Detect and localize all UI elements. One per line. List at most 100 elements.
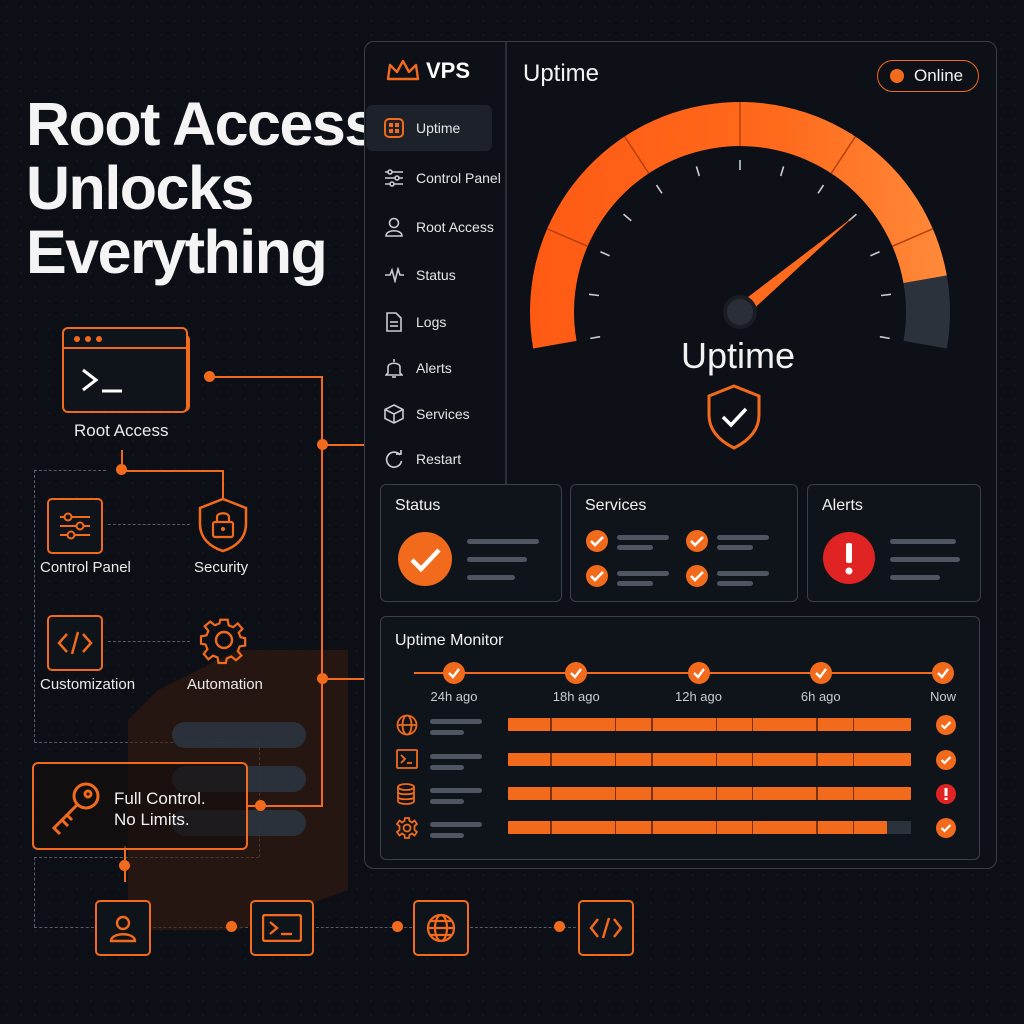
- sidebar-item-status[interactable]: Status: [366, 252, 492, 298]
- grid-icon: [384, 118, 404, 138]
- headline: Root Access Unlocks Everything: [26, 90, 378, 286]
- code-icon: [47, 615, 103, 671]
- connector-dash: [470, 927, 576, 928]
- timeline-label: 18h ago: [552, 689, 600, 704]
- timeline-check-icon: [687, 662, 710, 684]
- pulse-icon: [384, 265, 404, 285]
- key-icon: [51, 782, 100, 836]
- user-icon: [384, 217, 404, 237]
- wire-node: [392, 921, 403, 932]
- status-card[interactable]: Status: [380, 484, 562, 602]
- code-icon: [578, 900, 634, 956]
- sliders-icon: [384, 168, 404, 188]
- sidebar-item-control-panel[interactable]: Control Panel: [366, 155, 501, 201]
- full-control-line-2: No Limits.: [114, 810, 190, 829]
- uptime-monitor-card: Uptime Monitor: [380, 616, 980, 860]
- connector-dash: [34, 927, 94, 928]
- check-icon: [936, 715, 956, 735]
- sidebar-item-label: Restart: [416, 451, 462, 467]
- alerts-card[interactable]: Alerts: [807, 484, 981, 602]
- brand[interactable]: VPS: [386, 58, 470, 84]
- sidebar-item-restart[interactable]: Restart: [366, 436, 492, 482]
- wire-node: [317, 439, 328, 450]
- headline-line-2: Unlocks: [26, 154, 254, 222]
- wire: [322, 444, 364, 446]
- wire-node: [255, 800, 266, 811]
- wire: [122, 470, 224, 472]
- placeholder-line: [430, 788, 482, 793]
- gauge-tick: [695, 166, 701, 177]
- uptime-gauge: [530, 102, 950, 349]
- control-panel-icon: [47, 498, 103, 554]
- full-control-callout: Full Control. No Limits.: [32, 762, 248, 850]
- gauge-tick: [655, 184, 663, 194]
- wire: [210, 376, 322, 378]
- bell-icon: [384, 358, 404, 378]
- placeholder-line: [890, 539, 956, 544]
- terminal-icon: [396, 749, 418, 774]
- group-dash: [34, 470, 35, 742]
- wire: [121, 450, 123, 470]
- gauge-segment-divider: [892, 228, 934, 247]
- placeholder-line: [430, 822, 482, 827]
- group-dash: [34, 857, 35, 927]
- uptime-bar: [508, 821, 887, 834]
- gauge-remainder: [903, 275, 950, 349]
- placeholder-line: [617, 571, 669, 576]
- placeholder-line: [617, 545, 653, 550]
- wire-node: [317, 673, 328, 684]
- crown-logo-icon: [386, 59, 420, 81]
- sidebar-item-logs[interactable]: Logs: [366, 299, 492, 345]
- refresh-icon: [384, 449, 404, 469]
- sidebar-item-label: Services: [416, 406, 470, 422]
- sidebar-item-uptime[interactable]: Uptime: [366, 105, 492, 151]
- card-title: Services: [585, 497, 647, 514]
- wire-node: [226, 921, 237, 932]
- placeholder-line: [617, 581, 653, 586]
- gauge-segment-divider: [830, 136, 857, 174]
- placeholder-line: [430, 730, 464, 735]
- database-icon: [396, 783, 416, 810]
- placeholder-line: [890, 557, 960, 562]
- gauge-tick: [600, 251, 610, 257]
- check-icon: [936, 750, 956, 770]
- wire-node: [119, 860, 130, 871]
- sidebar-divider: [505, 42, 507, 484]
- placeholder-line: [430, 833, 464, 838]
- sidebar-item-services[interactable]: Services: [366, 391, 492, 437]
- headline-line-3: Everything: [26, 218, 328, 286]
- check-icon: [686, 565, 708, 587]
- sidebar-item-root-access[interactable]: Root Access: [366, 204, 494, 250]
- online-dot-icon: [890, 69, 904, 83]
- page-title: Uptime: [523, 60, 600, 87]
- gauge-tick: [588, 293, 600, 297]
- placeholder-line: [617, 535, 669, 540]
- sidebar-item-alerts[interactable]: Alerts: [366, 345, 492, 391]
- placeholder-line: [467, 539, 539, 544]
- wire-node: [204, 371, 215, 382]
- services-card[interactable]: Services: [570, 484, 798, 602]
- gauge-segment-divider: [623, 136, 650, 174]
- timeline-label: Now: [929, 689, 957, 704]
- placeholder-line: [467, 557, 527, 562]
- headline-line-1: Root Access: [26, 90, 378, 158]
- gauge-label: Uptime: [680, 335, 796, 376]
- timeline-check-icon: [565, 662, 588, 684]
- globe-icon: [413, 900, 469, 956]
- sidebar-item-label: Control Panel: [416, 170, 501, 186]
- gear-icon: [395, 817, 419, 844]
- timeline-check-icon: [443, 662, 465, 684]
- placeholder-line: [717, 581, 753, 586]
- placeholder-line: [717, 545, 753, 550]
- connector-dash: [108, 641, 190, 642]
- timeline-check-icon: [809, 662, 832, 684]
- terminal-icon: [250, 900, 314, 956]
- control-panel-label: Control Panel: [40, 559, 131, 576]
- placeholder-line: [467, 575, 515, 580]
- full-control-line-1: Full Control.: [114, 789, 206, 808]
- uptime-monitor-title: Uptime Monitor: [395, 632, 504, 649]
- gauge-tick: [879, 335, 890, 340]
- uptime-bar: [508, 753, 911, 766]
- placeholder-line: [430, 719, 482, 724]
- alert-icon: [823, 532, 875, 584]
